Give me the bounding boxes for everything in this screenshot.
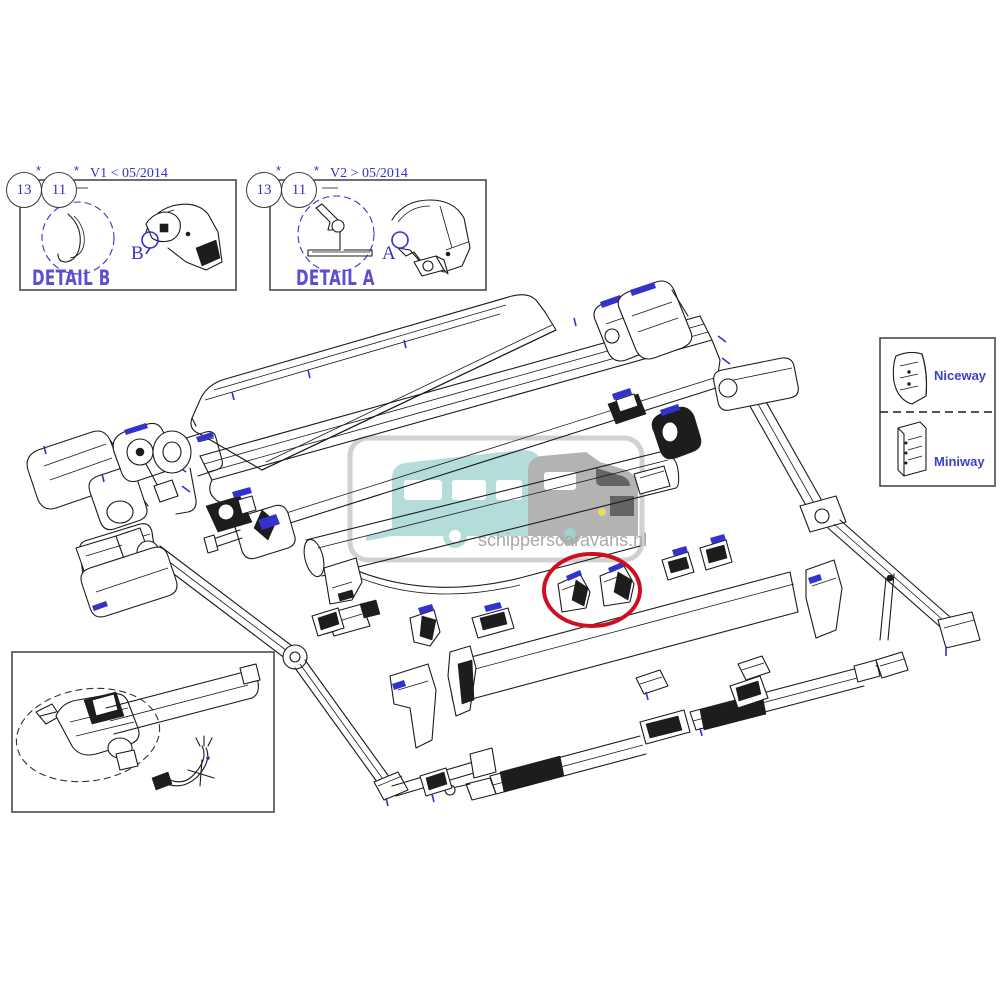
balloon-number: 11: [51, 181, 67, 198]
end-cap-right-profile: [805, 559, 843, 639]
hinge-bracket-part: [205, 487, 257, 533]
wall-mount-right: [729, 675, 769, 709]
wall-bracket-1: [323, 557, 363, 605]
balloon-number: 13: [256, 181, 272, 198]
fabric-roller-tube: [303, 451, 680, 595]
right-arm-assembly: [713, 357, 981, 656]
gearbox-clip: [607, 388, 647, 425]
motor-detail-inset: [11, 651, 275, 813]
bracket-bottom-center: [419, 767, 453, 803]
legend-label-niceway: Niceway: [934, 368, 987, 383]
detail-b-balloon-11: 11: [41, 172, 77, 208]
spring-roller-part: [651, 404, 702, 460]
legend-box: [879, 337, 996, 487]
balloon-number: 11: [291, 181, 307, 198]
watermark-text: schipperscaravans.nl: [478, 530, 647, 550]
tension-rafter-right: [639, 656, 904, 745]
small-connector-a: [311, 607, 345, 637]
lead-rail-end-cap: [447, 645, 477, 717]
large-corner-bracket: [389, 663, 437, 749]
left-end-bracket: [557, 570, 591, 613]
left-arm-assembly: [149, 545, 497, 807]
motor-housing-part: [617, 280, 693, 360]
flat-remote-icon: [897, 421, 927, 477]
rafter-clip-a: [635, 669, 669, 701]
detail-b-asterisk-1: *: [36, 163, 42, 178]
balloon-number: 13: [16, 181, 32, 198]
curved-remote-icon: [892, 351, 928, 405]
detail-b-caption: DETAIL B: [32, 266, 111, 290]
rafter-clip-c: [875, 651, 909, 679]
detail-box-b: [19, 179, 237, 291]
cylinder-part-left: [80, 546, 178, 618]
detail-a-asterisk-1: *: [276, 163, 282, 178]
detail-a-balloon-11: 11: [281, 172, 317, 208]
left-end-cap-small: [88, 466, 148, 531]
tube-insert-part: [633, 465, 671, 495]
detail-a-caption: DETAIL A: [296, 266, 375, 290]
detail-b-version-note: V1 < 05/2014: [90, 166, 168, 181]
detail-a-version-note: V2 > 05/2014: [330, 166, 408, 181]
detail-b-asterisk-2: *: [74, 163, 80, 178]
clip-part-center-2: [471, 602, 515, 639]
pulley-wheel-part: [152, 430, 223, 515]
right-end-bracket: [599, 562, 635, 607]
rafter-clip-b: [737, 655, 771, 681]
detail-b-balloon-13: 13: [6, 172, 42, 208]
clip-part-center: [409, 604, 441, 647]
red-highlight-circle: [542, 552, 642, 628]
watermark-logo: schipperscaravans.nl: [347, 435, 647, 563]
tension-rafter-left: [444, 735, 647, 801]
legend-label-miniway: Miniway: [934, 454, 985, 469]
bracket-small-right-2: [699, 534, 733, 571]
awning-case-top-profile: [190, 294, 577, 471]
detail-a-balloon-13: 13: [246, 172, 282, 208]
detail-b-callout-letter: B: [131, 243, 144, 264]
detail-a-asterisk-2: *: [314, 163, 320, 178]
bracket-small-right: [661, 546, 695, 581]
detail-a-callout-letter: A: [382, 243, 396, 264]
